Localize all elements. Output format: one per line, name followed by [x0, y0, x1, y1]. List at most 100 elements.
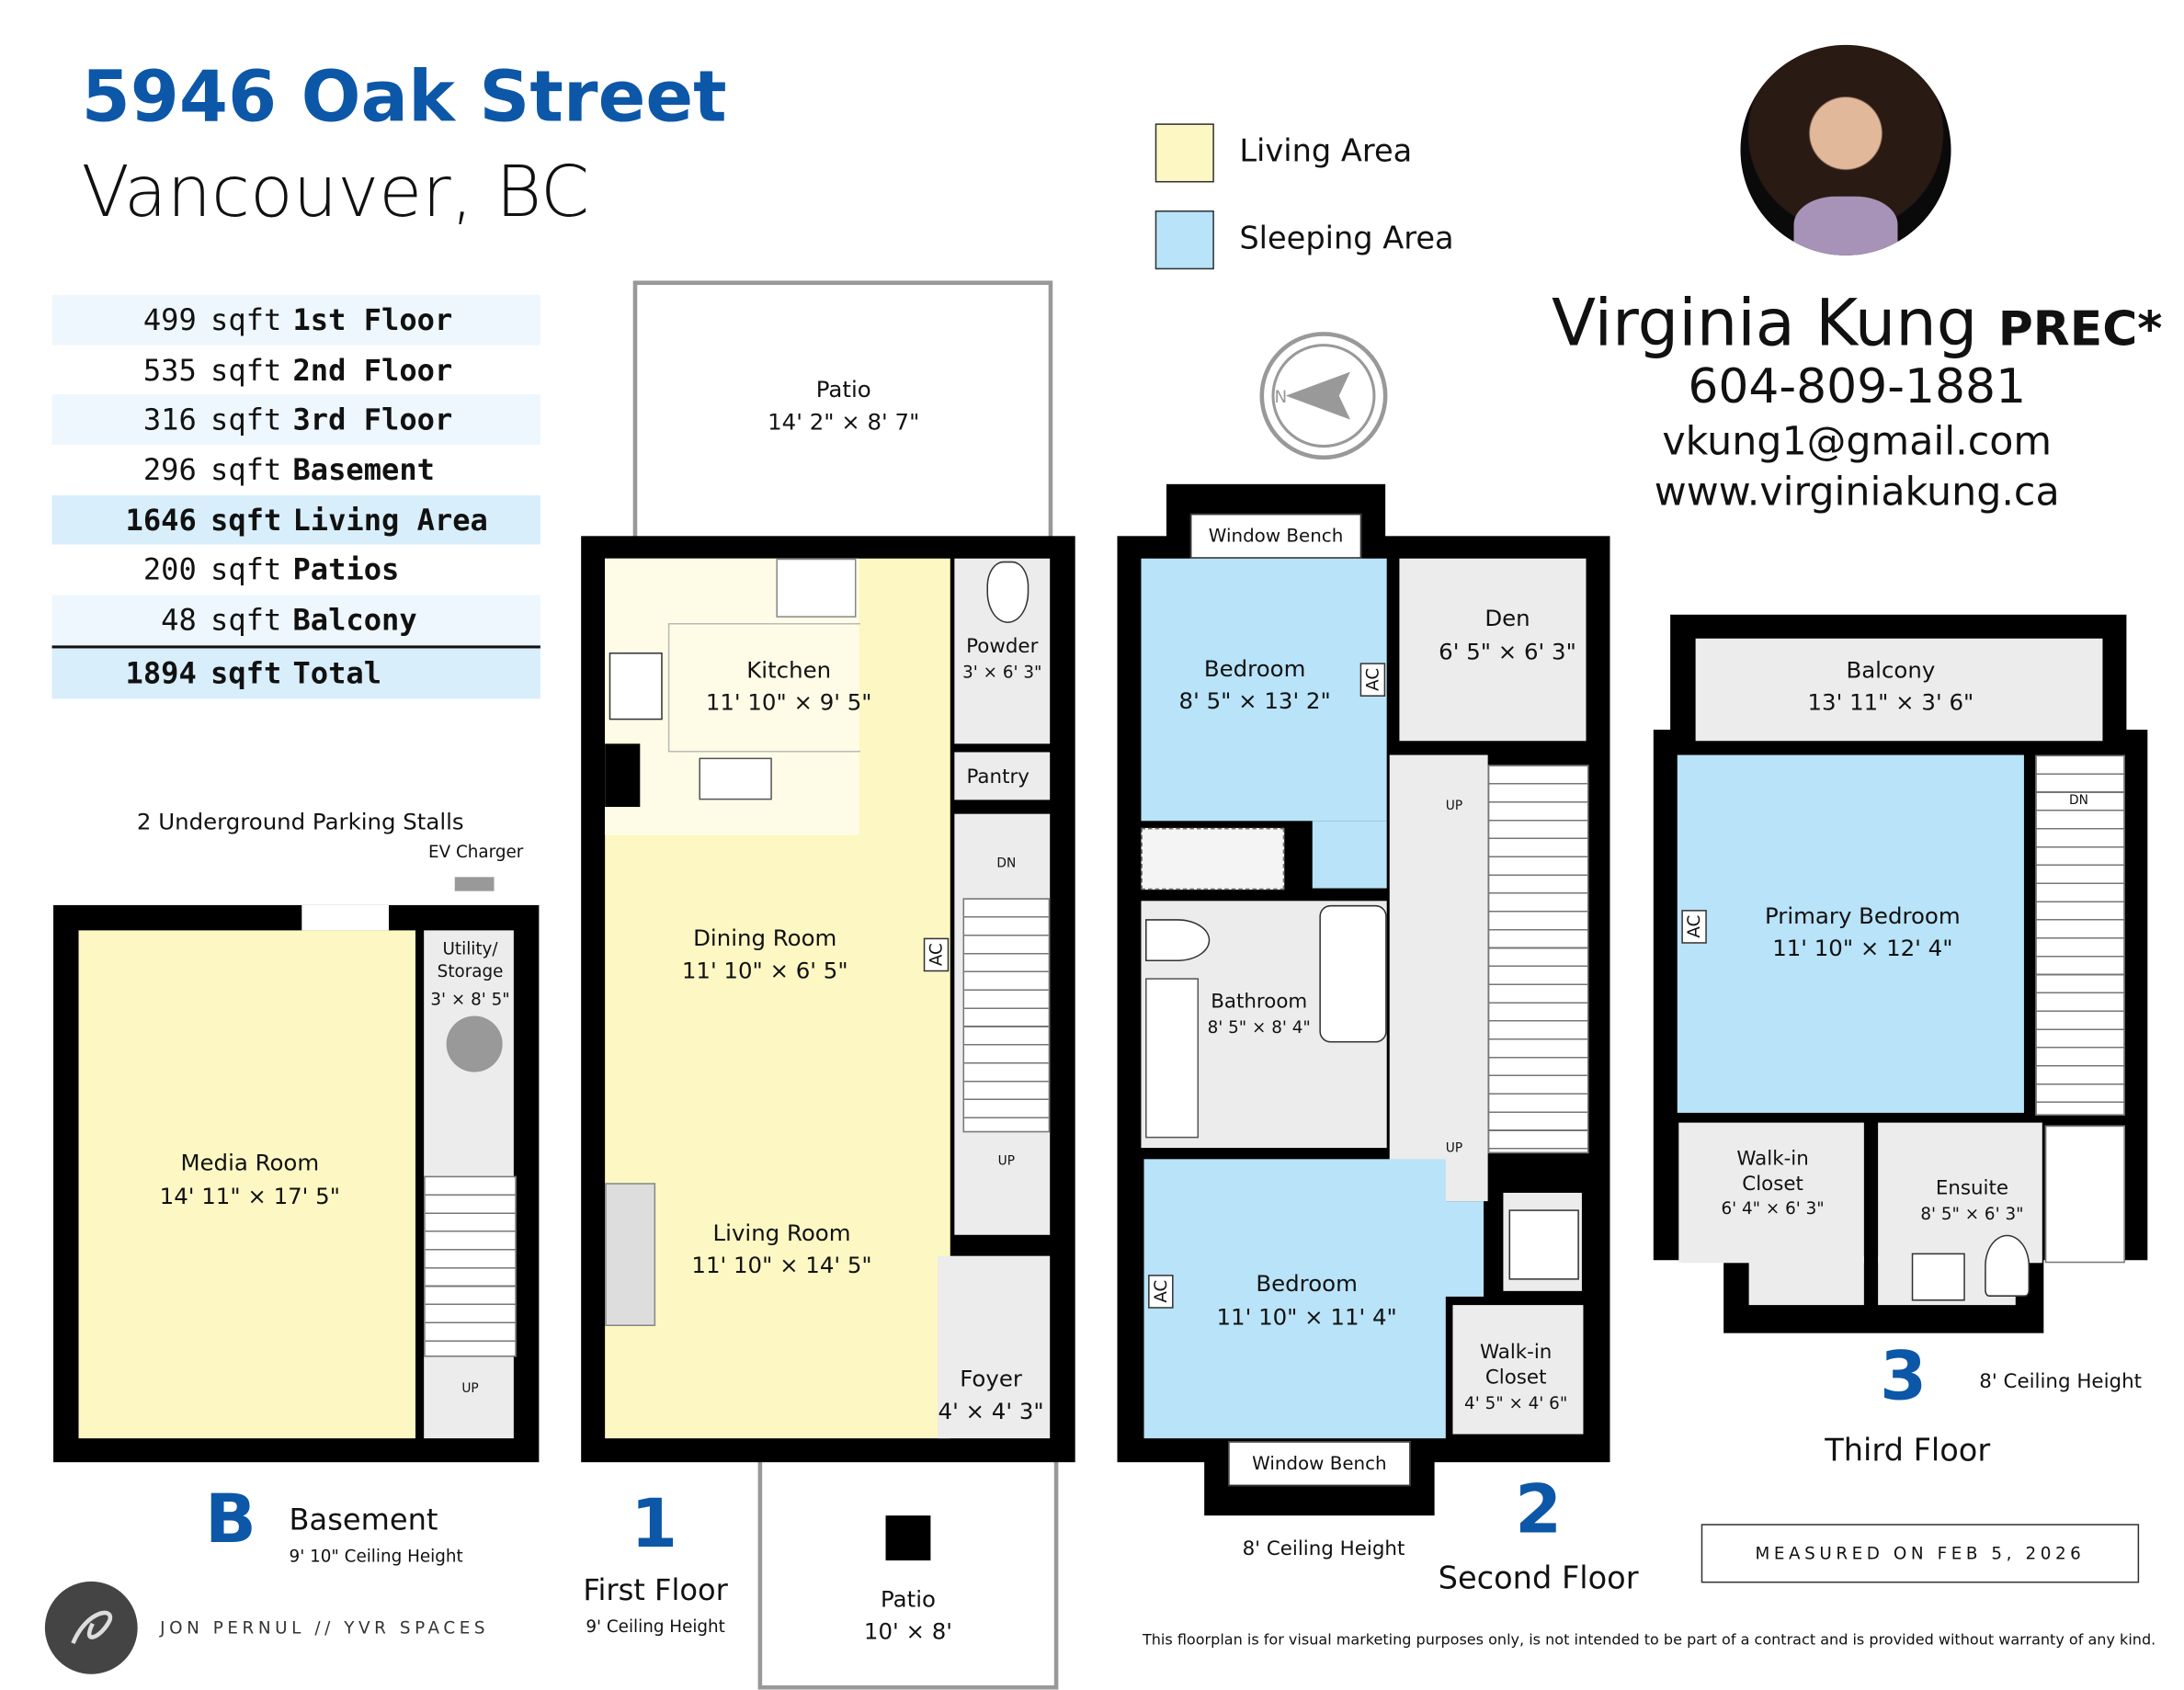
toilet-icon: [1985, 1234, 2030, 1297]
legend-label-sleeping: Sleeping Area: [1239, 221, 1454, 257]
shower-icon: [2044, 1125, 2125, 1264]
area-label: Balcony: [292, 603, 417, 638]
patio-top-name: Patio: [815, 376, 871, 403]
living-dims: 11' 10" × 14' 5": [691, 1252, 872, 1279]
den: [1399, 558, 1587, 742]
area-label: Living Area: [292, 503, 488, 538]
area-unit: sqft: [210, 503, 282, 538]
area-label: Total: [292, 656, 382, 690]
ensuite-dims: 8' 5" × 6' 3": [1920, 1204, 2024, 1224]
area-value: 316: [142, 403, 197, 437]
den-name: Den: [1484, 605, 1530, 632]
kitchen-wall-stub: [605, 743, 641, 808]
bedroom-1: [1141, 558, 1387, 822]
area-value: 48: [161, 603, 197, 638]
north-compass-icon: N: [1259, 332, 1388, 460]
property-city: Vancouver, BC: [81, 151, 590, 233]
photographer-credit: JON PERNUL // YVR SPACES: [160, 1617, 490, 1639]
stairs-dn-label: DN: [996, 856, 1017, 872]
stairs-up-label: UP: [461, 1382, 479, 1397]
media-room-dims: 14' 11" × 17' 5": [159, 1183, 340, 1210]
parking-label: 2 Underground Parking Stalls: [136, 808, 464, 835]
stairs-up-label: UP: [1445, 800, 1463, 814]
walk-in-closet-3-lower: [1748, 1255, 1864, 1306]
bedroom-2-name: Bedroom: [1256, 1269, 1358, 1297]
ceiling-height-second: 8' Ceiling Height: [1242, 1537, 1405, 1561]
agent-photo-shirt: [1793, 196, 1898, 255]
area-unit: sqft: [210, 553, 282, 587]
ac-unit-bedroom-2: AC: [1148, 1274, 1174, 1309]
agent-email[interactable]: vkung1@gmail.com: [1662, 418, 2053, 465]
range-hood-icon: [776, 558, 857, 618]
hallway: [1389, 754, 1488, 1202]
primary-bedroom: [1677, 754, 2024, 1113]
legend-label-living: Living Area: [1239, 134, 1413, 170]
third-floor-stairs[interactable]: [2035, 754, 2125, 1116]
area-value: 535: [142, 353, 197, 387]
fireplace-icon: [605, 1183, 656, 1327]
svg-text:N: N: [1275, 388, 1288, 407]
powder-name: Powder: [966, 635, 1039, 659]
column-post: [885, 1515, 931, 1561]
area-unit: sqft: [210, 302, 282, 337]
living-name: Living Room: [712, 1219, 851, 1246]
bedroom-1-name: Bedroom: [1203, 655, 1306, 683]
agent-designation: PREC*: [1997, 301, 2163, 358]
kitchen-dims: 11' 10" × 9' 5": [705, 688, 872, 716]
area-label: Patios: [292, 553, 400, 587]
property-address: 5946 Oak Street: [81, 56, 727, 138]
kitchen-counter: [667, 622, 861, 753]
bedroom-1-dims: 8' 5" × 13' 2": [1178, 687, 1331, 715]
bedroom-2-entry: [1399, 1201, 1484, 1297]
basement-stairs[interactable]: [424, 1175, 517, 1357]
media-room: [78, 930, 415, 1439]
pantry: [954, 752, 1051, 800]
area-value: 499: [142, 302, 197, 337]
patio-bottom-name: Patio: [881, 1585, 936, 1613]
legend-swatch-sleeping: [1155, 210, 1214, 270]
stairs-dn-label: DN: [2069, 794, 2088, 809]
bedroom-2-dims: 11' 10" × 11' 4": [1216, 1303, 1397, 1331]
ceiling-height-third: 8' Ceiling Height: [1979, 1370, 2143, 1394]
patio-top: [632, 280, 1053, 556]
washer-icon: [1508, 1209, 1579, 1280]
area-value: 1894: [125, 656, 197, 690]
bedroom-1-entry: [1312, 821, 1387, 889]
ev-charger-label: EV Charger: [428, 842, 524, 862]
disclaimer: This floorplan is for visual marketing p…: [1142, 1631, 2156, 1650]
agent-phone[interactable]: 604-809-1881: [1688, 358, 2027, 415]
foyer-dims: 4' × 4' 3": [938, 1397, 1044, 1424]
walk-in-closet-2: [1452, 1305, 1584, 1435]
floor-number-second: 2: [1515, 1470, 1563, 1549]
ceiling-height-basement: 9' 10" Ceiling Height: [289, 1546, 463, 1567]
foyer-name: Foyer: [960, 1365, 1022, 1392]
agent-website[interactable]: www.virginiakung.ca: [1654, 469, 2060, 516]
water-heater-icon: [446, 1015, 503, 1072]
patio-bottom-dims: 10' × 8': [863, 1617, 953, 1645]
area-unit: sqft: [210, 656, 282, 690]
ev-charger-icon: [454, 877, 495, 891]
bathroom-name: Bathroom: [1211, 991, 1308, 1014]
foyer: [938, 1255, 1051, 1439]
media-room-name: Media Room: [180, 1149, 320, 1176]
first-floor-stairs[interactable]: [962, 898, 1051, 1133]
area-unit: sqft: [210, 353, 282, 387]
stairs-up-label: UP: [1445, 1141, 1463, 1157]
second-floor-stairs[interactable]: [1487, 765, 1589, 1154]
company-logo-icon: [44, 1581, 138, 1674]
stairs-up-label: UP: [997, 1154, 1016, 1169]
ac-unit-first: AC: [923, 937, 950, 972]
sink-icon: [699, 757, 772, 800]
area-label: 1st Floor: [292, 302, 453, 337]
toilet-icon: [1145, 919, 1211, 961]
dining-name: Dining Room: [693, 924, 837, 952]
area-value: 1646: [125, 503, 197, 538]
patio-top-dims: 14' 2" × 8' 7": [768, 408, 920, 436]
area-value: 296: [142, 453, 197, 487]
walk-in-closet-3-dims: 6' 4" × 6' 3": [1721, 1198, 1825, 1219]
agent-photo: [1740, 44, 1951, 255]
